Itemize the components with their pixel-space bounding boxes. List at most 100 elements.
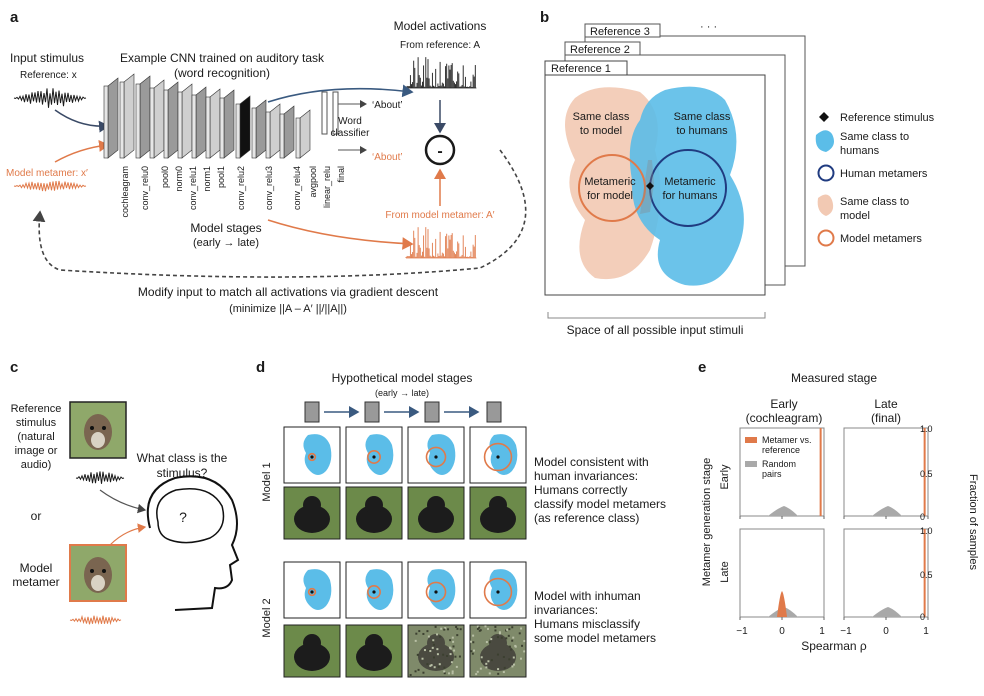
human-class-blob xyxy=(427,434,456,475)
from-reference-label: From reference: A xyxy=(400,40,480,51)
noise-pixel xyxy=(433,656,436,659)
bear-shape xyxy=(418,505,454,533)
final-bar xyxy=(332,91,339,135)
bear-shape xyxy=(356,643,392,671)
noise-pixel xyxy=(426,663,429,666)
desc2-line2: invariances: xyxy=(534,603,598,617)
panel-letter-c: c xyxy=(10,359,18,376)
model-stages-title: Hypothetical model stages xyxy=(332,371,473,385)
noise-pixel xyxy=(455,665,458,668)
about-label-2: ‘About’ xyxy=(372,152,403,163)
same-class-model-line1: Same class xyxy=(573,111,630,123)
noise-pixel xyxy=(422,671,425,674)
cnn-layer xyxy=(107,77,119,159)
reference-to-brain-arrow xyxy=(99,489,147,514)
reference-activation-arrow xyxy=(267,84,414,103)
cnn-title-line2: (word recognition) xyxy=(174,66,270,80)
noise-pixel xyxy=(429,650,432,653)
model2-label: Model 2 xyxy=(261,598,273,637)
noise-pixel xyxy=(448,672,451,675)
noise-pixel xyxy=(433,666,436,669)
spearman-subplot xyxy=(843,427,929,517)
cnn-layer-label: conv_relu3 xyxy=(264,166,274,210)
cnn-layer-side xyxy=(177,91,183,159)
cnn-layer-side xyxy=(251,107,257,159)
reference-line-3: (natural xyxy=(17,431,54,443)
cnn-layer-side xyxy=(265,111,271,159)
cnn-layer-label: linear_relu xyxy=(322,166,332,208)
cnn-layer xyxy=(123,73,135,159)
random-pairs-distribution xyxy=(872,607,902,617)
stage-icon xyxy=(304,401,320,423)
random-pairs-distribution xyxy=(768,506,798,516)
legend-random-swatch xyxy=(745,461,757,467)
question-mark: ? xyxy=(179,509,187,525)
y-tick-bot-2: 0 xyxy=(920,612,925,622)
legend-metamer-line1: Metamer vs. xyxy=(762,435,812,445)
noise-pixel xyxy=(447,628,450,631)
noise-pixel xyxy=(451,636,454,639)
noise-pixel xyxy=(494,629,497,632)
metamer-circle xyxy=(425,446,447,468)
noise-pixel xyxy=(523,640,526,643)
noise-pixel xyxy=(446,654,449,657)
human-class-blob xyxy=(303,434,332,475)
cnn-layer-label: avgpool xyxy=(308,166,318,198)
legend-diamond-icon xyxy=(819,112,829,122)
bear-head xyxy=(365,496,383,514)
noise-pixel xyxy=(480,656,483,659)
metamer-circle xyxy=(307,452,317,462)
noise-pixel xyxy=(431,640,434,643)
noise-pixel xyxy=(481,660,484,663)
word-classifier-line1: Word xyxy=(338,116,362,127)
cnn-layer-side xyxy=(163,89,169,159)
noise-pixel xyxy=(418,630,421,633)
row-early-label: Early xyxy=(719,464,731,490)
reference-dot xyxy=(372,455,376,459)
noise-pixel xyxy=(512,636,515,639)
reference-3-label: Reference 3 xyxy=(590,26,650,38)
noise-pixel xyxy=(453,649,456,652)
x-tick-2: 0 xyxy=(779,626,785,637)
panel-letter-b: b xyxy=(540,9,549,26)
cnn-layer xyxy=(299,109,311,159)
reference-line-2: stimulus xyxy=(16,417,57,429)
metamer-activation-histogram xyxy=(405,227,477,259)
cnn-layer xyxy=(209,88,221,159)
model-stages-subtitle: (early → late) xyxy=(375,388,429,398)
bear-head xyxy=(427,634,445,652)
reference-line-1: Reference xyxy=(11,403,62,415)
reference-stimulus-diamond xyxy=(646,182,654,190)
noise-pixel xyxy=(498,631,501,634)
noise-pixel xyxy=(479,667,482,670)
x-tick-1: −1 xyxy=(736,626,748,637)
noise-pixel xyxy=(507,634,510,637)
metamer-circle xyxy=(367,450,381,464)
legend-orange-circle-icon xyxy=(817,229,835,247)
noise-pixel xyxy=(484,625,487,628)
metameric-model-line2: for model xyxy=(587,190,633,202)
noise-pixel xyxy=(488,672,491,675)
cnn-layer-label: cochleagram xyxy=(120,166,130,218)
cnn-layer-side xyxy=(235,103,241,159)
legend-same-class-model-1: Same class to xyxy=(840,196,909,208)
space-label: Space of all possible input stimuli xyxy=(567,323,744,337)
dog-icon-metamer xyxy=(84,557,112,593)
cnn-layer-stack xyxy=(103,73,311,159)
noise-pixel xyxy=(470,640,473,643)
legend-same-class-model-2: model xyxy=(840,210,870,222)
noise-pixel xyxy=(509,648,512,651)
row-late-label: Late xyxy=(719,561,731,582)
noise-pixel xyxy=(452,645,455,648)
bear-shape xyxy=(480,505,516,533)
reference-dot xyxy=(372,590,376,594)
random-pairs-distribution xyxy=(872,506,902,516)
noise-pixel xyxy=(508,658,511,661)
legend-random-line2: pairs xyxy=(762,469,782,479)
cnn-layer-label: pool1 xyxy=(216,166,226,188)
reference-dot xyxy=(434,590,438,594)
stage-icon xyxy=(424,401,440,423)
reference-to-cnn-arrow xyxy=(54,109,110,133)
noise-pixel xyxy=(511,639,514,642)
linear-relu-bar xyxy=(321,91,328,135)
